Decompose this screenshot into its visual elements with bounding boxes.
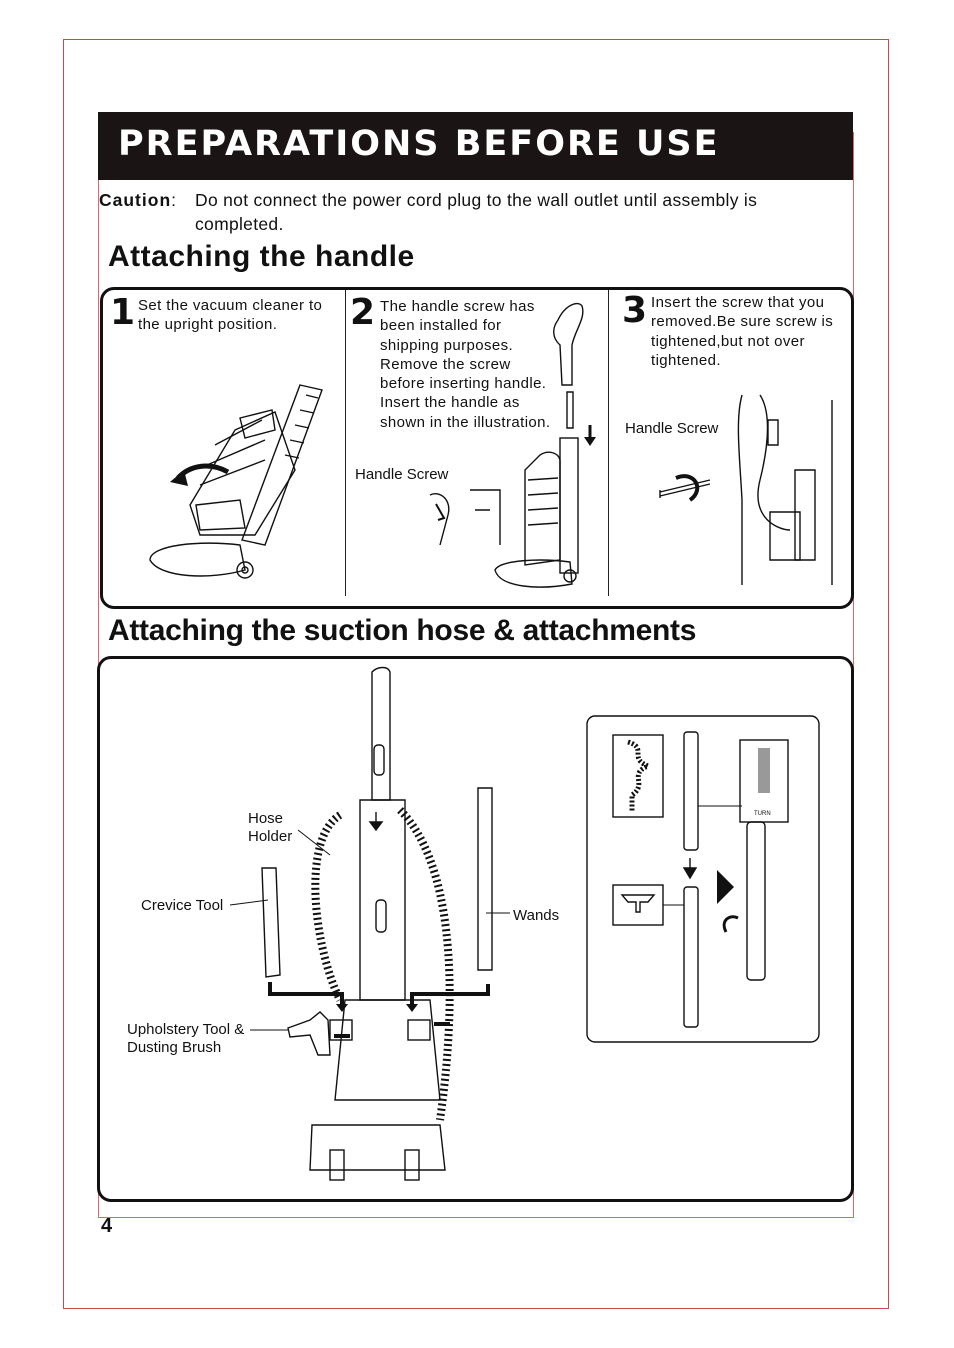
wands-label: Wands bbox=[513, 907, 560, 924]
down-arrow-icon bbox=[336, 1004, 348, 1012]
caution-text: Do not connect the power cord plug to th… bbox=[195, 190, 758, 234]
crevice-tool-label: Crevice Tool bbox=[141, 897, 224, 914]
hose-holder-label: Hose Holder bbox=[248, 810, 293, 845]
wand-icon bbox=[683, 731, 699, 851]
handle-screw-label: Handle Screw bbox=[355, 466, 449, 483]
handle-steps-box bbox=[100, 287, 854, 609]
caution-label: Caution bbox=[99, 190, 172, 210]
page-outer-frame bbox=[63, 39, 889, 1309]
step-number: 1 bbox=[110, 292, 136, 333]
arrow-right-icon bbox=[717, 870, 734, 904]
crevice-tool-icon bbox=[261, 867, 281, 978]
caution-note: Caution: Do not connect the power cord p… bbox=[99, 188, 839, 234]
step-number: 3 bbox=[622, 290, 648, 331]
inset-box bbox=[586, 715, 820, 1043]
upholstery-brush-icon bbox=[287, 1011, 331, 1056]
vacuum-tilted-illustration bbox=[149, 384, 323, 579]
turn-label: TURN bbox=[754, 811, 771, 817]
header-bar: PREPARATIONS BEFORE USE bbox=[98, 112, 853, 180]
step-text: The handle screw has been installed for … bbox=[380, 298, 551, 431]
page-number: 4 bbox=[101, 1215, 113, 1237]
down-arrow-icon bbox=[406, 1004, 418, 1012]
handle-screw-label: Handle Screw bbox=[625, 420, 719, 437]
vacuum-rear-illustration bbox=[309, 666, 454, 1181]
screw-icon bbox=[435, 503, 446, 521]
step-text: Set the vacuum cleaner to the upright po… bbox=[138, 297, 323, 334]
hose-attachments-box bbox=[97, 656, 854, 1202]
step-divider bbox=[608, 290, 609, 596]
upholstery-tool-label: Upholstery Tool & Dusting Brush bbox=[127, 1021, 245, 1056]
step-text: Insert the screw that you removed.Be sur… bbox=[651, 294, 834, 369]
vacuum-upright-illustration bbox=[429, 302, 584, 588]
page-title: PREPARATIONS BEFORE USE bbox=[118, 124, 720, 164]
wand-icon bbox=[683, 886, 699, 1028]
step-number: 2 bbox=[350, 292, 376, 333]
turn-screw-arrow-icon bbox=[675, 474, 700, 502]
section-title-hose: Attaching the suction hose & attachments bbox=[108, 614, 697, 647]
handle-screw-closeup-illustration bbox=[659, 394, 833, 585]
section-title-handle: Attaching the handle bbox=[108, 240, 415, 273]
wands-icon bbox=[477, 787, 493, 971]
step-divider bbox=[345, 290, 346, 596]
